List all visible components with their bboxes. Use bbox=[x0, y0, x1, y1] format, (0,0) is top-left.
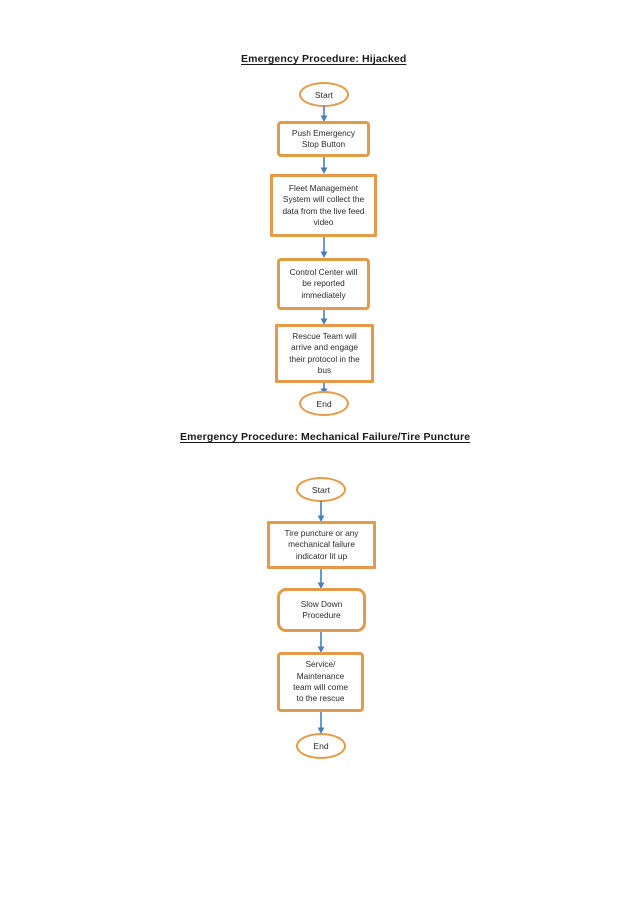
connector-arrow bbox=[316, 712, 326, 734]
node-fleet-management-system: Fleet Management System will collect the… bbox=[270, 174, 377, 237]
connector-arrow bbox=[319, 237, 329, 258]
node-rescue-team-protocol: Rescue Team will arrive and engage their… bbox=[275, 324, 374, 383]
node-label: Start bbox=[314, 89, 334, 100]
node-control-center-reported: Control Center will be reported immediat… bbox=[277, 258, 370, 310]
node-label: Start bbox=[311, 484, 331, 495]
node-label: Tire puncture or any mechanical failure … bbox=[284, 527, 359, 561]
connector-arrow bbox=[319, 310, 329, 325]
node-label: Push Emergency Stop Button bbox=[291, 127, 356, 149]
node-tire-puncture-indicator: Tire puncture or any mechanical failure … bbox=[267, 521, 376, 569]
node-label: Rescue Team will arrive and engage their… bbox=[289, 330, 360, 375]
node-label: Slow Down Procedure bbox=[300, 598, 343, 620]
node-label: End bbox=[316, 398, 332, 409]
node-start: Start bbox=[296, 477, 346, 502]
connector-arrow bbox=[319, 157, 329, 174]
node-label: Fleet Management System will collect the… bbox=[282, 182, 365, 227]
node-slow-down-procedure: Slow Down Procedure bbox=[277, 588, 366, 632]
flowchart-title-hijacked: Emergency Procedure: Hijacked bbox=[241, 53, 407, 65]
connector-arrow bbox=[316, 632, 326, 653]
node-end: End bbox=[299, 391, 349, 416]
connector-arrow bbox=[316, 501, 326, 522]
node-end: End bbox=[296, 733, 346, 759]
node-label: Control Center will be reported immediat… bbox=[289, 266, 358, 300]
node-label: End bbox=[313, 741, 329, 751]
connector-arrow bbox=[316, 569, 326, 589]
node-push-emergency-stop: Push Emergency Stop Button bbox=[277, 121, 370, 157]
node-service-maintenance-team: Service/ Maintenance team will come to t… bbox=[277, 652, 364, 712]
node-label: Service/ Maintenance team will come to t… bbox=[293, 659, 348, 704]
flowchart-title-mechanical-failure: Emergency Procedure: Mechanical Failure/… bbox=[180, 431, 471, 443]
node-start: Start bbox=[299, 82, 349, 107]
connector-arrow bbox=[319, 106, 329, 122]
